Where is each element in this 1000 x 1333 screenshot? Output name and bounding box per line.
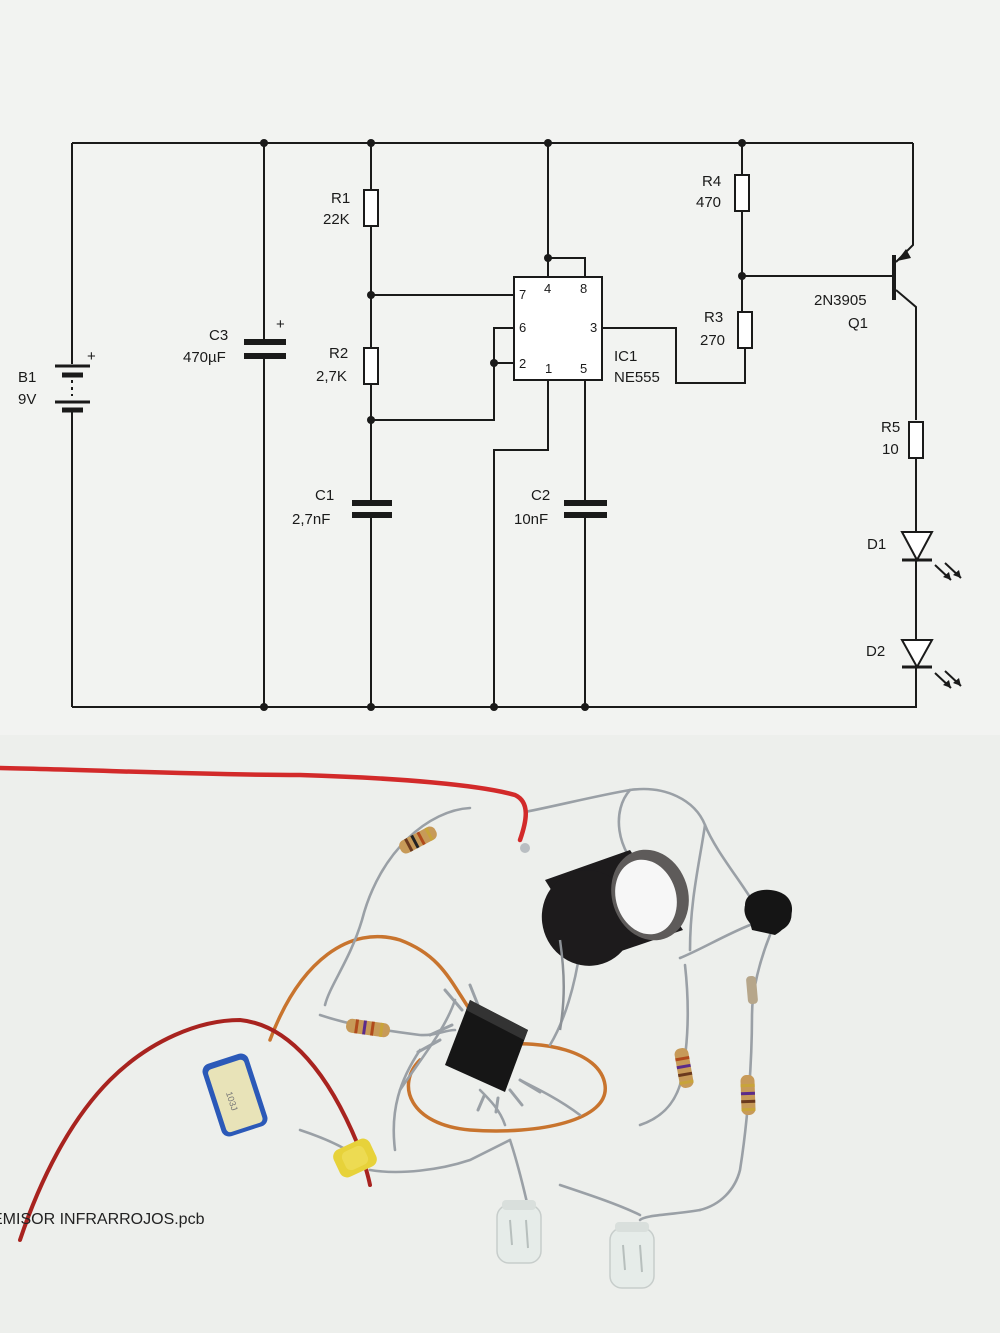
battery-polarity-mark: + [87, 348, 96, 365]
r5-value: 10 [882, 441, 899, 458]
ir-led-photo-1 [496, 1200, 542, 1264]
r4-ref: R4 [702, 173, 721, 190]
wire-pin4-pin8 [547, 143, 586, 277]
electrolytic-capacitor-photo [541, 849, 689, 1031]
r5-ref: R5 [881, 419, 900, 436]
battery-b1: + B1 9V [18, 143, 96, 707]
resistor-photo-5 [746, 975, 758, 1005]
r2-value: 2,7K [316, 368, 347, 385]
r3-ref: R3 [704, 309, 723, 326]
d1-ref: D1 [867, 536, 886, 553]
ceramic-capacitor-photo [333, 1138, 377, 1178]
q1-value: 2N3905 [814, 292, 867, 309]
led-d2: D2 [866, 639, 962, 689]
resistor-r5: R5 10 [881, 419, 924, 459]
led-d1: D1 [867, 531, 962, 581]
circuit-photo: 103J EMISOR INFRARROJOS.pcb [0, 735, 1000, 1333]
film-capacitor-photo: 103J [202, 1053, 268, 1137]
resistor-r3: R3 270 [700, 309, 753, 349]
ic-pin-5: 5 [580, 361, 587, 376]
c2-value: 10nF [514, 511, 548, 528]
transistor-photo [744, 889, 793, 935]
capacitor-c2: C2 10nF [514, 487, 607, 707]
wire-pin3 [602, 327, 746, 384]
resistor-photo-1 [399, 826, 437, 854]
r1-ref: R1 [331, 190, 350, 207]
resistor-photo-4 [740, 1074, 756, 1116]
d2-ref: D2 [866, 643, 885, 660]
ic-pin-2: 2 [519, 356, 526, 371]
ic1-ref: IC1 [614, 348, 637, 365]
capacitor-c3: + C3 470µF [183, 143, 286, 707]
ic1-value: NE555 [614, 369, 660, 386]
r3-value: 270 [700, 332, 725, 349]
transistor-q1: 2N3905 Q1 [814, 143, 917, 420]
resistor-r2: R2 2,7K [316, 345, 379, 385]
resistor-r4: R4 470 [696, 143, 750, 212]
capacitor-c1: C1 2,7nF [292, 487, 392, 707]
c2-ref: C2 [531, 487, 550, 504]
battery-ref: B1 [18, 369, 36, 386]
r4-value: 470 [696, 194, 721, 211]
ic-pin-1: 1 [545, 361, 552, 376]
ic-photo [416, 983, 542, 1114]
resistor-photo-3 [674, 1048, 694, 1088]
pcb-label: EMISOR INFRARROJOS.pcb [0, 1211, 205, 1228]
ic-pin-4: 4 [544, 281, 551, 296]
r1-value: 22K [323, 211, 350, 228]
c1-value: 2,7nF [292, 511, 330, 528]
resistor-photo-2 [346, 1018, 390, 1038]
junction-dots [260, 139, 746, 711]
wire-pin6-pin2 [371, 362, 514, 421]
wire-pin1 [493, 380, 549, 707]
ic-pin-7: 7 [519, 287, 526, 302]
c3-polarity-mark: + [276, 316, 285, 333]
ic-pin-6: 6 [519, 320, 526, 335]
q1-ref: Q1 [848, 315, 868, 332]
battery-value: 9V [18, 391, 36, 408]
r2-ref: R2 [329, 345, 348, 362]
ic1-ne555: 7 4 8 6 3 2 1 5 IC1 NE555 [513, 276, 660, 386]
resistor-r1: R1 22K [323, 143, 379, 228]
copper-wire-ring [406, 1042, 607, 1133]
red-power-wire [0, 765, 528, 843]
schematic: + B1 9V + C3 470µF R1 22K R2 2,7K [18, 139, 962, 711]
ic-pin-3: 3 [590, 320, 597, 335]
copper-wire-loop [268, 934, 472, 1042]
c1-ref: C1 [315, 487, 334, 504]
c3-ref: C3 [209, 327, 228, 344]
ic-pin-8: 8 [580, 281, 587, 296]
c3-value: 470µF [183, 349, 226, 366]
ir-led-photo-2 [609, 1222, 655, 1289]
